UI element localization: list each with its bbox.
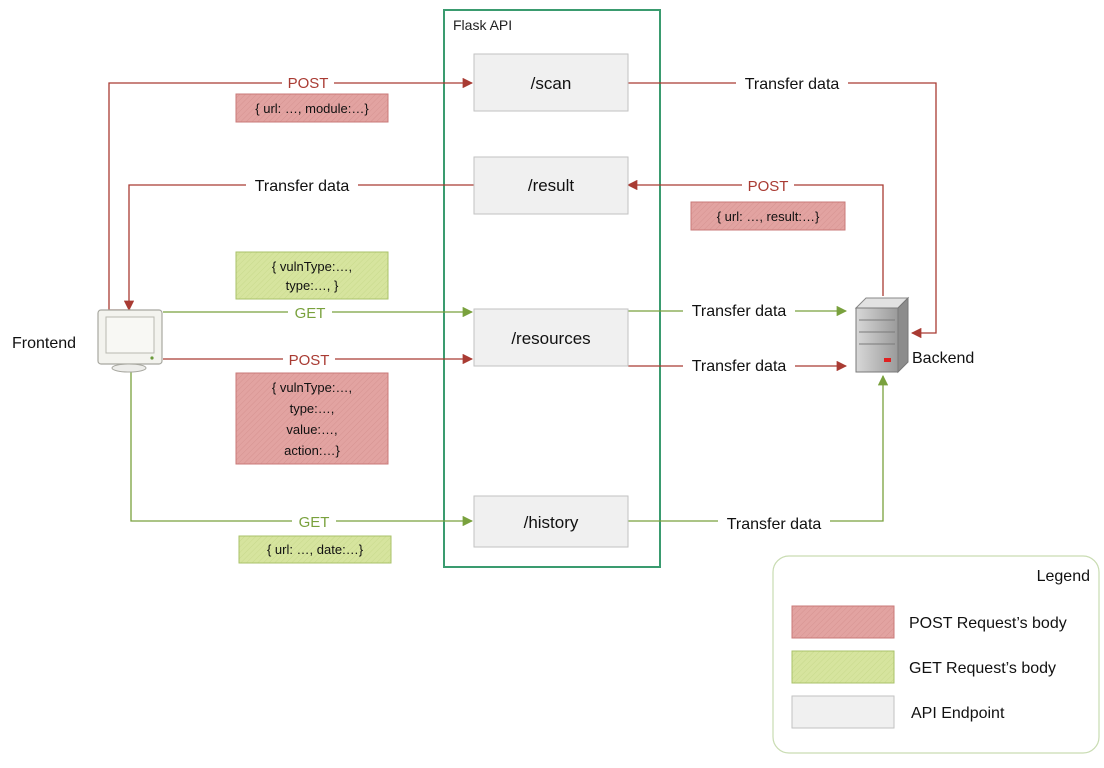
edge-label-post: POST xyxy=(289,352,330,369)
get-body-text: { vulnType:…, xyxy=(272,259,352,274)
post-body-text: { vulnType:…, xyxy=(272,380,352,395)
legend-swatch-get xyxy=(791,650,895,684)
legend-label: POST Request’s body xyxy=(909,615,1067,632)
endpoint-history-label: /history xyxy=(524,513,579,532)
post-body-scan: { url: …, module:…} xyxy=(235,93,389,123)
flask-api-title: Flask API xyxy=(453,17,512,33)
legend-label: API Endpoint xyxy=(911,705,1005,722)
edge-label-post: POST xyxy=(748,178,789,195)
flask-api-container xyxy=(443,9,661,568)
legend-label: GET Request’s body xyxy=(909,660,1056,677)
endpoint-result-label: /result xyxy=(528,176,575,195)
post-body-text: value:…, xyxy=(286,422,337,437)
get-body-resources: { vulnType:…, type:…, } xyxy=(235,251,389,300)
edge-post-result: POST xyxy=(626,175,884,296)
legend-title: Legend xyxy=(1037,568,1090,585)
edge-label-transfer: Transfer data xyxy=(692,358,787,375)
edge-get-resources: GET xyxy=(163,302,474,322)
edge-get-history: GET xyxy=(130,372,474,531)
edge-history-transfer: Transfer data xyxy=(628,374,889,533)
post-body-resources: { vulnType:…, type:…, value:…, action:…} xyxy=(235,372,389,465)
get-body-history: { url: …, date:…} xyxy=(238,535,392,564)
edge-scan-transfer: Transfer data xyxy=(628,73,937,339)
legend-swatch-post xyxy=(791,605,895,639)
legend: Legend POST Request’s body GET Request’s… xyxy=(772,555,1100,754)
post-body-text: { url: …, result:…} xyxy=(717,209,820,224)
endpoint-resources: /resources xyxy=(473,308,629,367)
post-body-text: { url: …, module:…} xyxy=(255,101,369,116)
edge-post-scan: POST xyxy=(108,72,474,311)
edge-label-transfer: Transfer data xyxy=(745,76,840,93)
get-body-text: { url: …, date:…} xyxy=(267,542,364,557)
edge-label-transfer: Transfer data xyxy=(727,516,822,533)
monitor-icon xyxy=(97,309,163,373)
get-body-text: type:…, } xyxy=(286,278,339,293)
backend-label: Backend xyxy=(912,350,974,367)
edge-resources-transfer-get: Transfer data xyxy=(628,301,848,321)
post-body-text: action:…} xyxy=(284,443,340,458)
server-icon xyxy=(854,296,910,374)
frontend-label: Frontend xyxy=(12,335,76,352)
edge-resources-transfer-post: Transfer data xyxy=(628,356,848,376)
edge-label-get: GET xyxy=(299,514,330,531)
edge-post-resources: POST xyxy=(163,349,474,369)
endpoint-result: /result xyxy=(473,156,629,215)
endpoint-resources-label: /resources xyxy=(511,329,590,348)
edge-result-transfer: Transfer data xyxy=(123,175,474,312)
edge-label-transfer: Transfer data xyxy=(692,303,787,320)
edge-label-post: POST xyxy=(288,75,329,92)
edge-label-get: GET xyxy=(295,305,326,322)
post-body-text: type:…, xyxy=(290,401,335,416)
post-body-result: { url: …, result:…} xyxy=(690,201,846,231)
legend-swatch-endpoint xyxy=(791,695,895,729)
endpoint-scan: /scan xyxy=(473,53,629,112)
endpoint-scan-label: /scan xyxy=(531,74,572,93)
endpoint-history: /history xyxy=(473,495,629,548)
edge-label-transfer: Transfer data xyxy=(255,178,350,195)
